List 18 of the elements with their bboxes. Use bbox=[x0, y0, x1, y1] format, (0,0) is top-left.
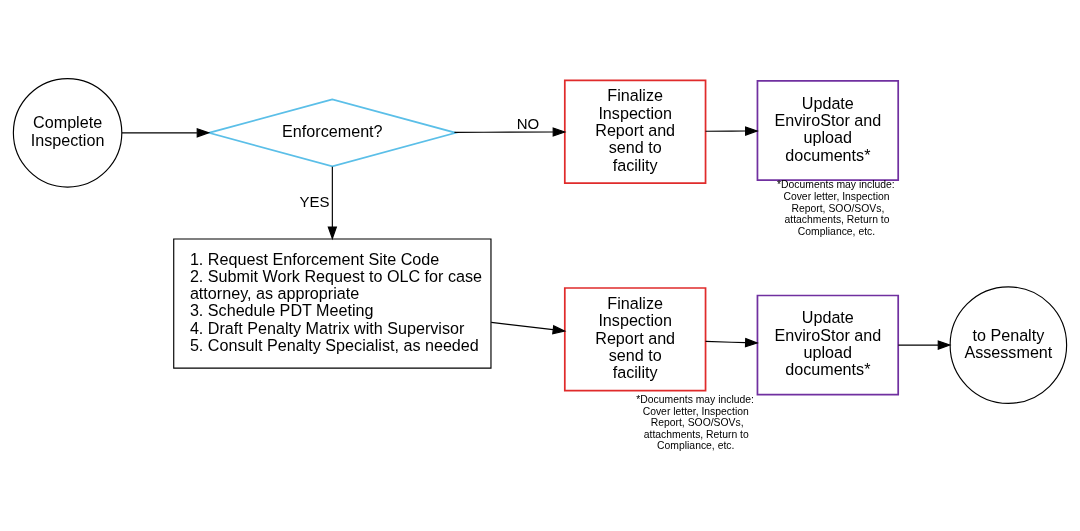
arrow bbox=[121, 128, 211, 138]
arrow bbox=[453, 127, 567, 137]
node-box: 1. Request Enforcement Site Code 2. Submit Work Request to OLC for case attorney, as appropriate 3. Schedule PDT Meeting 4. Draft Penalty Matrix with Supervisor 5. Consult Penalty Specialist, as needed bbox=[173, 238, 492, 369]
edge-label: NO bbox=[516, 114, 540, 132]
node-circle: to Penalty Assessment bbox=[949, 286, 1068, 404]
node-box: Update EnviroStor and upload documents* bbox=[756, 294, 900, 396]
arrow bbox=[705, 126, 759, 136]
arrow bbox=[490, 321, 567, 335]
arrow bbox=[705, 337, 759, 348]
node-box: Finalize Inspection Report and send to facility bbox=[563, 287, 707, 392]
node-box: Finalize Inspection Report and send to facility bbox=[563, 79, 707, 184]
arrow bbox=[327, 166, 338, 241]
node-circle: Complete Inspection bbox=[12, 78, 123, 188]
node-box: Update EnviroStor and upload documents* bbox=[756, 80, 900, 181]
arrow bbox=[897, 340, 952, 350]
node-label: *Documents may include: Cover letter, Inspection Report, SOO/SOVs, attachments, Return to Compliance, etc. bbox=[636, 394, 754, 452]
edge-label: YES bbox=[299, 192, 330, 210]
node-label: *Documents may include: Cover letter, Inspection Report, SOO/SOVs, attachments, Return to Compliance, etc. bbox=[777, 179, 895, 237]
